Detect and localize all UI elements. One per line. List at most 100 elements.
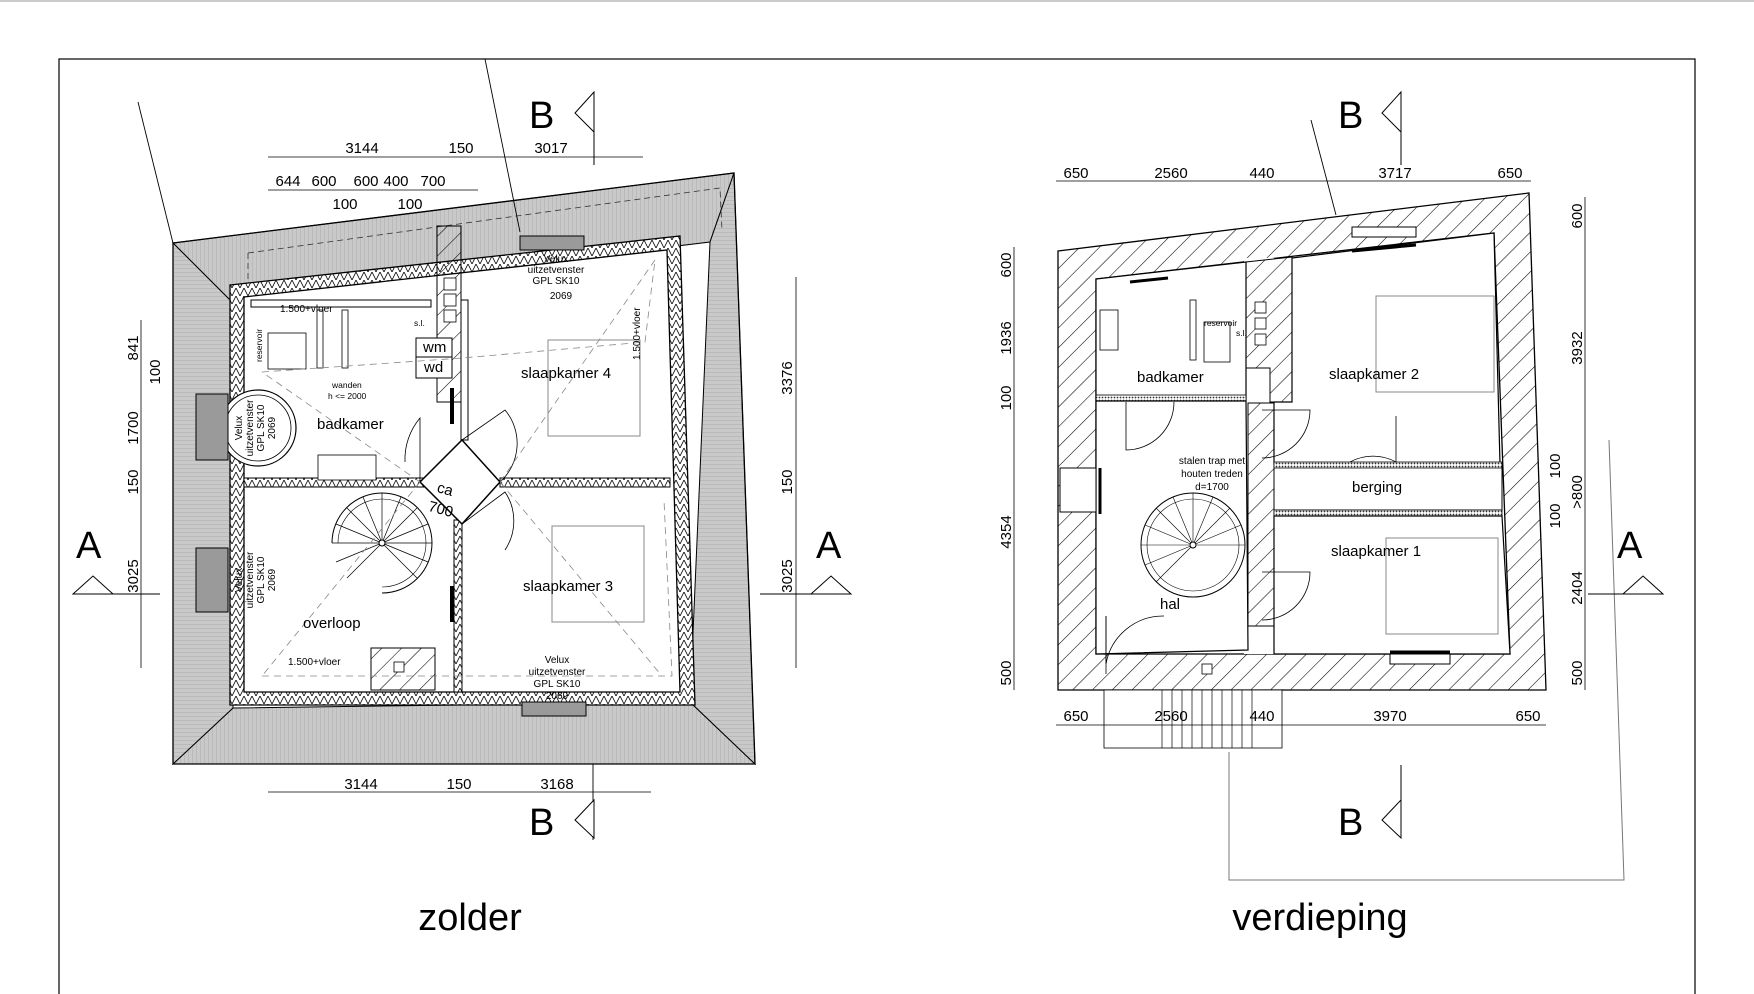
svg-text:3376: 3376 — [779, 361, 796, 394]
svg-text:A: A — [1617, 525, 1643, 567]
note-reservoir: reservoir — [254, 329, 264, 362]
door-badk — [1125, 401, 1175, 451]
note-reservoir-v: reservoir — [1204, 318, 1237, 328]
wall-berging-top — [1273, 461, 1503, 469]
svg-text:>800: >800 — [1569, 475, 1586, 509]
room-slaapkamer1-label: slaapkamer 1 — [1331, 543, 1421, 560]
svg-text:Velux: Velux — [234, 416, 245, 440]
note-si: s.l. — [414, 318, 425, 328]
door-swing-3 — [461, 491, 515, 551]
wall-vertical-bottom — [453, 519, 463, 693]
room-hal-label: hal — [1160, 596, 1180, 613]
diag-dash-3 — [261, 481, 421, 677]
velux-left2-text: Velux uitzetvenster GPL SK10 2069 — [234, 551, 278, 608]
svg-text:B: B — [529, 802, 554, 844]
svg-text:stalen trap met: stalen trap met — [1179, 456, 1245, 467]
svg-text:B: B — [1338, 802, 1363, 844]
wall-bath-top — [250, 299, 432, 308]
svg-text:100: 100 — [1547, 503, 1564, 528]
velux-left-frame-1 — [195, 393, 229, 461]
zolder-plan: badkamer slaapkamer 4 slaapkamer 3 overl… — [71, 58, 853, 844]
bed-slaapkamer3 — [551, 525, 645, 623]
bath-fixture-3 — [341, 309, 349, 369]
diag-dash-2 — [499, 259, 656, 483]
verdieping-plan: badkamer slaapkamer 2 berging slaapkamer… — [998, 90, 1665, 881]
svg-text:GPL SK10: GPL SK10 — [256, 404, 267, 451]
door-swing-1 — [404, 416, 421, 482]
svg-text:B: B — [529, 95, 554, 137]
svg-text:100: 100 — [147, 359, 164, 384]
stair-note: stalen trap met houten treden d=1700 — [1179, 456, 1245, 493]
entry-step-lines — [1161, 690, 1253, 748]
svg-text:650: 650 — [1515, 708, 1540, 725]
svg-text:GPL SK10: GPL SK10 — [534, 679, 581, 690]
velux-left-frame-2 — [195, 547, 229, 613]
svg-text:d=1700: d=1700 — [1195, 482, 1229, 493]
wm-label: wm — [422, 339, 446, 356]
svg-text:400: 400 — [383, 173, 408, 190]
title-zolder: zolder — [418, 897, 522, 939]
note-si-v: s.l. — [1236, 328, 1247, 338]
title-verdieping: verdieping — [1232, 897, 1407, 939]
svg-text:2404: 2404 — [1569, 571, 1586, 604]
bath-fixture — [267, 332, 307, 370]
room-berging-label: berging — [1352, 479, 1402, 496]
room-badkamer-zolder: badkamer — [317, 416, 384, 433]
svg-text:100: 100 — [1547, 453, 1564, 478]
verdieping-dims-left: 600 1936 100 4354 500 — [998, 247, 1015, 690]
wall-horizontal-right — [499, 477, 671, 488]
svg-text:2069: 2069 — [546, 691, 569, 702]
diag-dash-4 — [261, 371, 421, 483]
section-mark-a-right: A — [1588, 525, 1665, 595]
shelf-v1 — [1254, 301, 1267, 314]
svg-text:150: 150 — [125, 469, 142, 494]
roof-surface-left — [172, 241, 234, 766]
window-top-bar — [1129, 276, 1169, 284]
bed-slaapkamer2 — [1375, 295, 1495, 393]
svg-text:600: 600 — [1569, 203, 1586, 228]
svg-text:2069: 2069 — [267, 568, 278, 591]
roof-surface-right — [689, 172, 756, 766]
svg-text:houten treden: houten treden — [1181, 469, 1243, 480]
section-b-line-top — [484, 58, 521, 233]
door-berging — [1349, 416, 1397, 463]
wall-berging-bottom — [1273, 509, 1503, 517]
room-slaapkamer2-label: slaapkamer 2 — [1329, 366, 1419, 383]
room-slaapkamer3: slaapkamer 3 — [523, 578, 613, 595]
ridge-dash-top — [261, 259, 656, 373]
door-slk2 — [1261, 409, 1311, 459]
velux-bottom-text: Velux uitzetvenster GPL SK10 2069 — [529, 655, 586, 702]
window-top — [1351, 226, 1417, 238]
section-mark-b-top-left: B — [529, 90, 595, 165]
velux-left1-text: Velux uitzetvenster GPL SK10 2069 — [234, 399, 278, 456]
svg-text:700: 700 — [420, 173, 445, 190]
door-leaf-2 — [450, 586, 454, 622]
section-mark-b-top-right: B — [1338, 90, 1402, 165]
svg-text:A: A — [76, 525, 102, 567]
section-b-line-verd — [1310, 119, 1337, 216]
svg-text:4354: 4354 — [998, 515, 1015, 548]
svg-text:1936: 1936 — [998, 321, 1015, 354]
room-badkamer-verdieping: badkamer — [1137, 369, 1204, 386]
svg-text:3168: 3168 — [540, 776, 573, 793]
svg-text:3025: 3025 — [125, 559, 142, 592]
svg-text:uitzetvenster: uitzetvenster — [245, 399, 256, 456]
door-leaf — [450, 388, 454, 424]
section-mark-a-left: A — [71, 525, 160, 595]
drawing-frame — [58, 58, 1696, 994]
bath-fix-v2 — [1189, 299, 1197, 361]
door-swing-2 — [461, 409, 518, 483]
svg-text:1700: 1700 — [125, 411, 142, 444]
room-overloop: overloop — [303, 615, 361, 632]
svg-text:2069: 2069 — [267, 416, 278, 439]
spiral-stair-zolder — [331, 492, 433, 594]
svg-text:3970: 3970 — [1373, 708, 1406, 725]
zolder-dims-bottom: 3144 150 3168 — [268, 776, 651, 793]
svg-text:440: 440 — [1249, 708, 1274, 725]
shelf-squares — [443, 277, 457, 291]
verdieping-dims-top: 650 2560 440 3717 650 — [1056, 165, 1531, 182]
svg-text:Velux: Velux — [234, 568, 245, 592]
svg-text:Velux: Velux — [545, 655, 569, 666]
note-wanden-h: h <= 2000 — [328, 391, 367, 401]
door-slk1 — [1261, 571, 1311, 621]
